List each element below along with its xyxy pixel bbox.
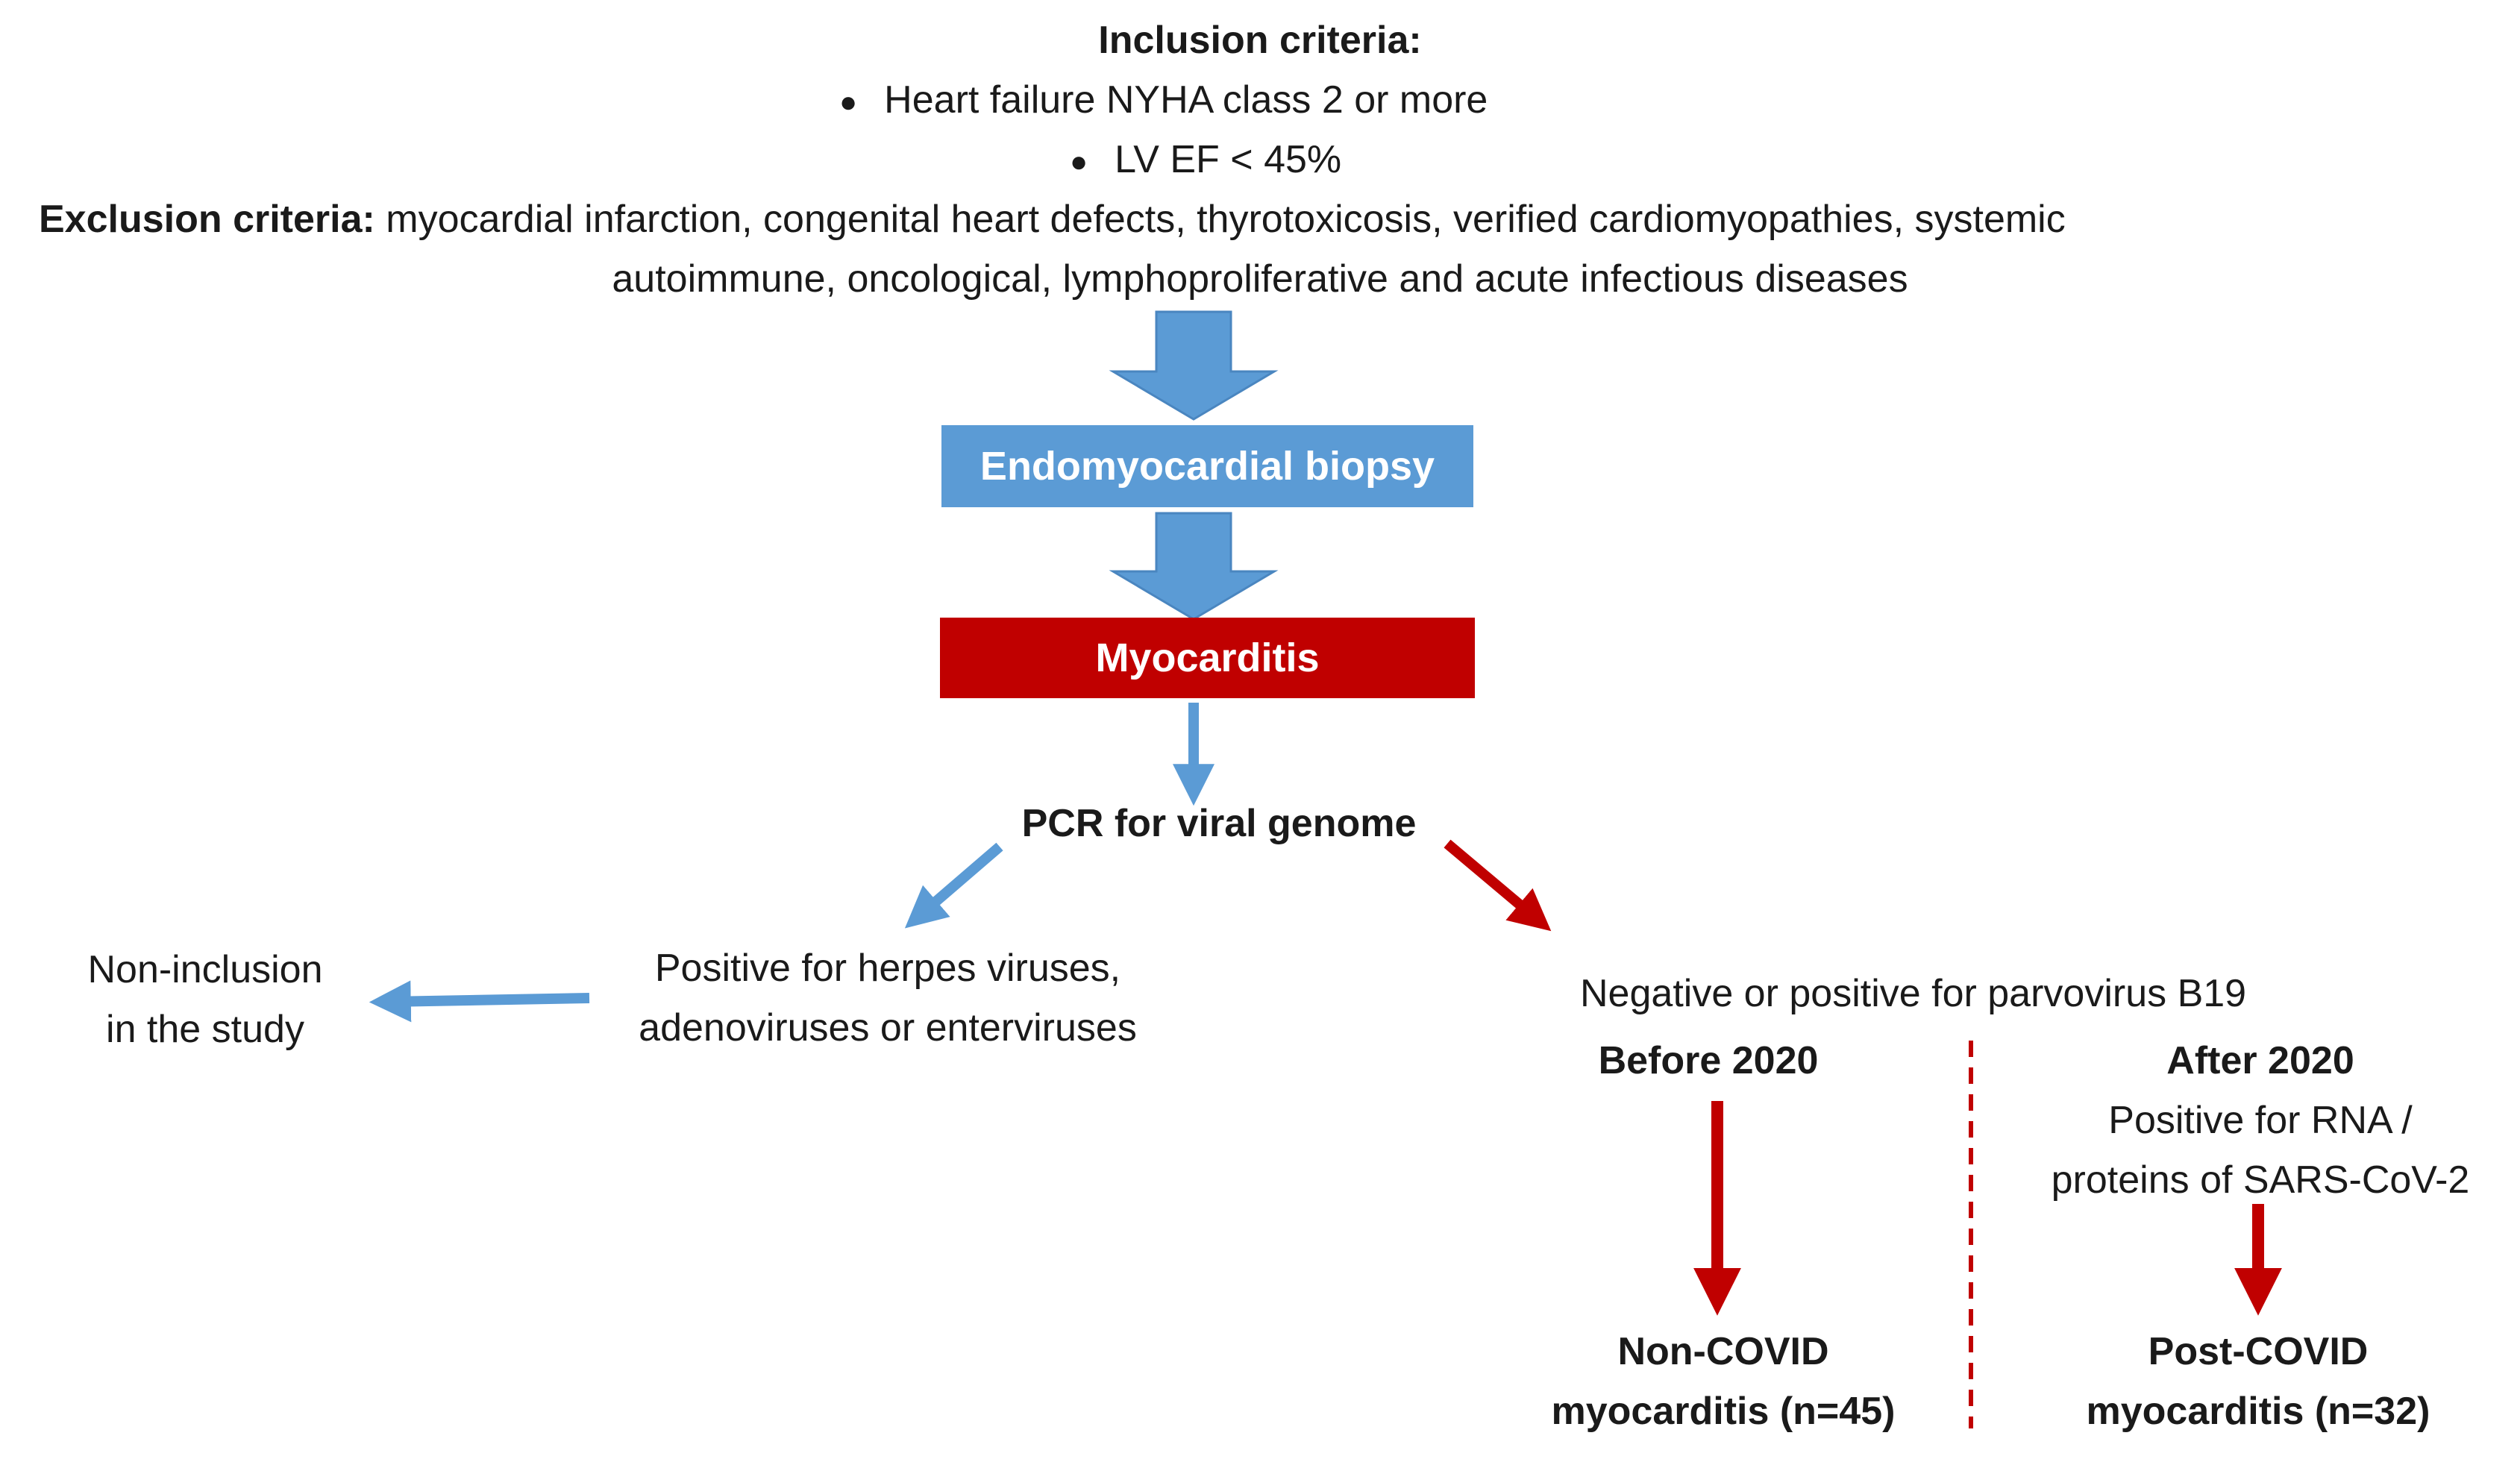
inclusion-item: ●LV EF < 45%	[1070, 130, 1341, 192]
exclusion-line1: myocardial infarction, congenital heart …	[386, 198, 2066, 241]
block-arrow-to-myocarditis	[1109, 512, 1279, 621]
biopsy-box: Endomyocardial biopsy	[941, 425, 1473, 507]
noncovid-result: Non-COVID myocarditis (n=45)	[1551, 1330, 1896, 1433]
after-2020-heading: After 2020	[2166, 1039, 2354, 1082]
negative-parvovirus-label: Negative or positive for parvovirus B19	[1580, 972, 2247, 1015]
exclusion-label: Exclusion criteria:	[39, 198, 375, 241]
bullet-icon: ●	[839, 86, 858, 119]
exclusion-line2: autoimmune, oncological, lymphoprolifera…	[612, 257, 1908, 301]
bullet-icon: ●	[1070, 145, 1088, 179]
after-2020-line2: proteins of SARS-CoV-2	[2051, 1158, 2470, 1202]
postcovid-result: Post-COVID myocarditis (n=32)	[2086, 1330, 2430, 1433]
arrow-pcr-to-negative	[1444, 839, 1552, 932]
inclusion-heading: Inclusion criteria:	[1098, 19, 1422, 62]
arrow-positive-to-noninclusion	[369, 980, 590, 1023]
block-arrow-to-biopsy	[1109, 310, 1279, 421]
before-2020-heading: Before 2020	[1598, 1039, 1819, 1082]
arrow-pcr-to-positive-herpes	[904, 842, 1003, 929]
myocarditis-box: Myocarditis	[940, 618, 1475, 698]
inclusion-item: ●Heart failure NYHA class 2 or more	[839, 70, 1488, 132]
pcr-label: PCR for viral genome	[1021, 802, 1417, 845]
noninclusion-label: Non-inclusion in the study	[87, 948, 323, 1051]
after-2020-block: After 2020 Positive for RNA / proteins o…	[2022, 1031, 2499, 1210]
after-2020-line1: Positive for RNA /	[2108, 1099, 2413, 1142]
positive-herpes-label: Positive for herpes viruses, adenoviruse…	[639, 947, 1137, 1050]
exclusion-criteria: Exclusion criteria: myocardial infarctio…	[39, 189, 2066, 249]
